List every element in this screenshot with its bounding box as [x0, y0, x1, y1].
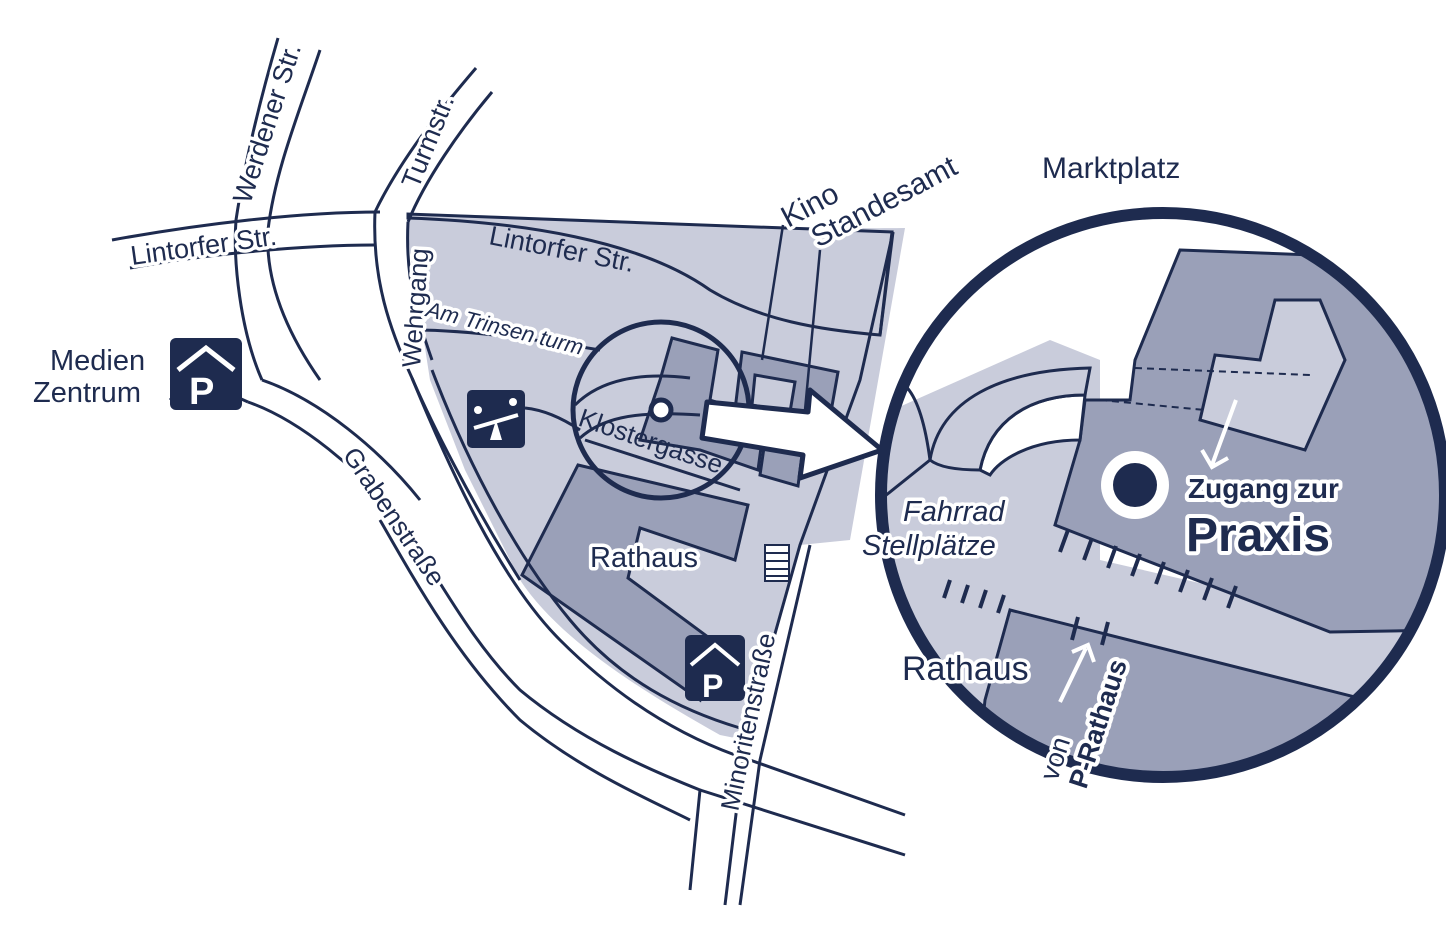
label-zugang-zur: Zugang zur [1188, 473, 1339, 504]
praxis-building [1053, 248, 1445, 634]
label-grabenstrasse: Grabenstraße [337, 442, 452, 592]
label-zentrum: Zentrum [33, 377, 141, 409]
label-fahrrad: Fahrrad [903, 496, 1005, 528]
label-praxis: Praxis [1186, 509, 1330, 562]
label-stellplaetze: Stellplätze [862, 530, 996, 562]
parking-garage-icon: P [685, 635, 745, 704]
overview-map [111, 37, 906, 906]
zoom-arrow-icon [699, 387, 885, 481]
label-detail-rathaus: Rathaus [902, 650, 1029, 688]
detail-labels: Fahrrad Stellplätze Rathaus Zugang zur P… [859, 469, 1343, 796]
label-rathaus: Rathaus [590, 542, 698, 574]
standesamt-pointer [803, 249, 822, 411]
zoom-detail [875, 207, 1446, 783]
stairs [764, 544, 790, 582]
seesaw-playground-icon [467, 390, 525, 448]
label-turmstr: Turmstr. [396, 90, 461, 192]
parking-letter: P [189, 371, 214, 413]
label-medien: Medien [50, 345, 145, 377]
location-marker-icon [648, 397, 674, 423]
kino-pointer [760, 224, 785, 361]
parking-letter: P [702, 668, 723, 704]
parking-garage-icon: P [170, 338, 242, 413]
streets [111, 37, 906, 906]
label-lintorfer-str-left: Lintorfer Str. [129, 221, 279, 271]
label-marktplatz: Marktplatz [1042, 152, 1180, 185]
